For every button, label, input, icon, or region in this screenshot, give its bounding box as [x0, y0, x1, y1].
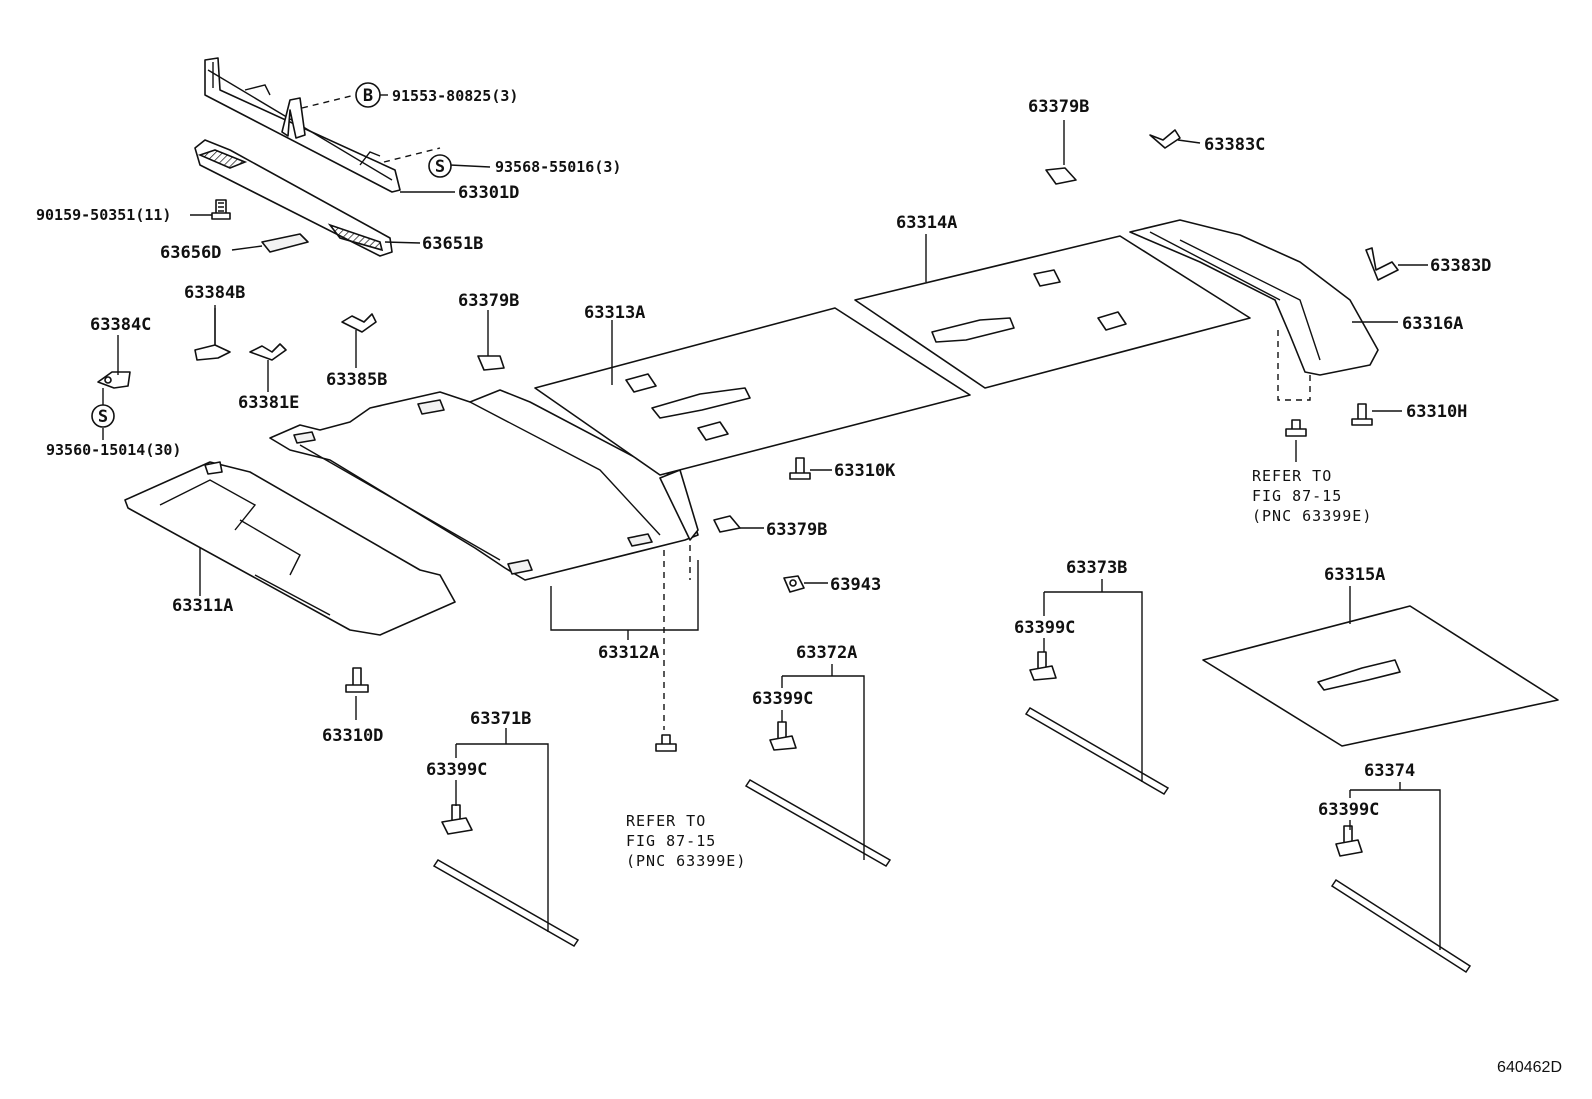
clip-63399c-2-part [769, 721, 797, 751]
headliner-63315a-part [1202, 605, 1559, 747]
callout-label: 90159-50351(11) [36, 206, 171, 224]
s-symbol-label: S [98, 407, 108, 427]
callout-label: 63399C [426, 760, 487, 780]
lamp-lens-part [194, 139, 393, 257]
clip-63379b-b-part [1045, 167, 1077, 185]
clip-63399c-3-part [1029, 651, 1057, 681]
callout-label: 63301D [458, 183, 519, 203]
headliner-63316a-part [1129, 219, 1379, 376]
callout-label: 63379B [766, 520, 827, 540]
callout-label: 63385B [326, 370, 387, 390]
fastener-63399e-right-part [1285, 419, 1307, 437]
strip-63373b-part [1024, 706, 1170, 796]
callout-label: 63314A [896, 213, 957, 233]
callout-label: 63379B [1028, 97, 1089, 117]
fastener-63310d-part [345, 667, 369, 693]
callout-label: 63656D [160, 243, 221, 263]
callout-label: 63315A [1324, 565, 1385, 585]
callout-label: 63372A [796, 643, 857, 663]
callout-label: 63313A [584, 303, 645, 323]
screw-90159-part [211, 199, 231, 220]
s-symbol-icon: S [428, 154, 452, 178]
b-symbol-label: B [363, 86, 373, 106]
strip-63371b-part [432, 859, 580, 947]
headliner-63314a-part [854, 235, 1251, 389]
callout-label: 63310D [322, 726, 383, 746]
fastener-63310k-part [789, 457, 811, 480]
clip-63379b-c-part [713, 515, 741, 533]
clip-63399c-4-part [1335, 825, 1363, 857]
callout-label: 63399C [752, 689, 813, 709]
callout-label: 63373B [1066, 558, 1127, 578]
callout-label: 63399C [1318, 800, 1379, 820]
callout-label: 93560-15014(30) [46, 441, 181, 459]
callout-label: 63310H [1406, 402, 1467, 422]
clip-63385b-part [341, 313, 377, 333]
note-line: FIG 87-15 [1252, 487, 1342, 505]
callout-label: 63399C [1014, 618, 1075, 638]
clip-63399c-1-part [441, 804, 473, 835]
console-frame-part [204, 57, 401, 193]
callout-label: 91553-80825(3) [392, 87, 518, 105]
refer-note-right: REFER TO FIG 87-15 (PNC 63399E) [1252, 467, 1372, 525]
note-line: REFER TO [1252, 467, 1332, 485]
callout-label: 63384B [184, 283, 245, 303]
callout-label: 63383C [1204, 135, 1265, 155]
strip-63372a-part [744, 779, 892, 867]
callout-label: 63374 [1364, 761, 1415, 781]
callout-label: 63316A [1402, 314, 1463, 334]
cover-63656d-part [261, 233, 309, 253]
clip-63383d-part [1365, 247, 1399, 281]
note-line: REFER TO [626, 812, 706, 830]
note-line: (PNC 63399E) [626, 852, 746, 870]
clip-63384c-part [97, 371, 131, 389]
clip-63384b-part [194, 308, 231, 361]
callout-label: 63384C [90, 315, 151, 335]
callout-label: 63310K [834, 461, 896, 481]
s-symbol-label: S [435, 157, 445, 177]
note-line: (PNC 63399E) [1252, 507, 1372, 525]
headliner-63313a-part [534, 307, 971, 476]
leader-lines [102, 94, 1441, 950]
strip-63374-part [1330, 878, 1472, 974]
clip-63943-part [783, 575, 805, 593]
headliner-63312a-part [269, 389, 699, 581]
callout-label: 93568-55016(3) [495, 158, 621, 176]
note-line: FIG 87-15 [626, 832, 716, 850]
callout-label: 63383D [1430, 256, 1491, 276]
callout-label: 63312A [598, 643, 659, 663]
figure-number: 640462D [1497, 1059, 1562, 1076]
callout-label: 63651B [422, 234, 483, 254]
callout-label: 63943 [830, 575, 881, 595]
callout-label: 63371B [470, 709, 531, 729]
clip-63383c-part [1149, 129, 1181, 149]
headliner-63311a-part [124, 461, 456, 636]
refer-note-left: REFER TO FIG 87-15 (PNC 63399E) [626, 812, 746, 870]
clip-63379b-a-part [477, 355, 505, 371]
callout-label: 63311A [172, 596, 233, 616]
callout-label: 63379B [458, 291, 519, 311]
callout-label: 63381E [238, 393, 299, 413]
b-symbol-icon: B [355, 82, 381, 108]
fastener-63399e-left-part [655, 734, 677, 752]
s-symbol-icon: S [91, 404, 115, 428]
clip-63381e-part [249, 343, 287, 361]
fastener-63310h-part [1351, 403, 1373, 426]
